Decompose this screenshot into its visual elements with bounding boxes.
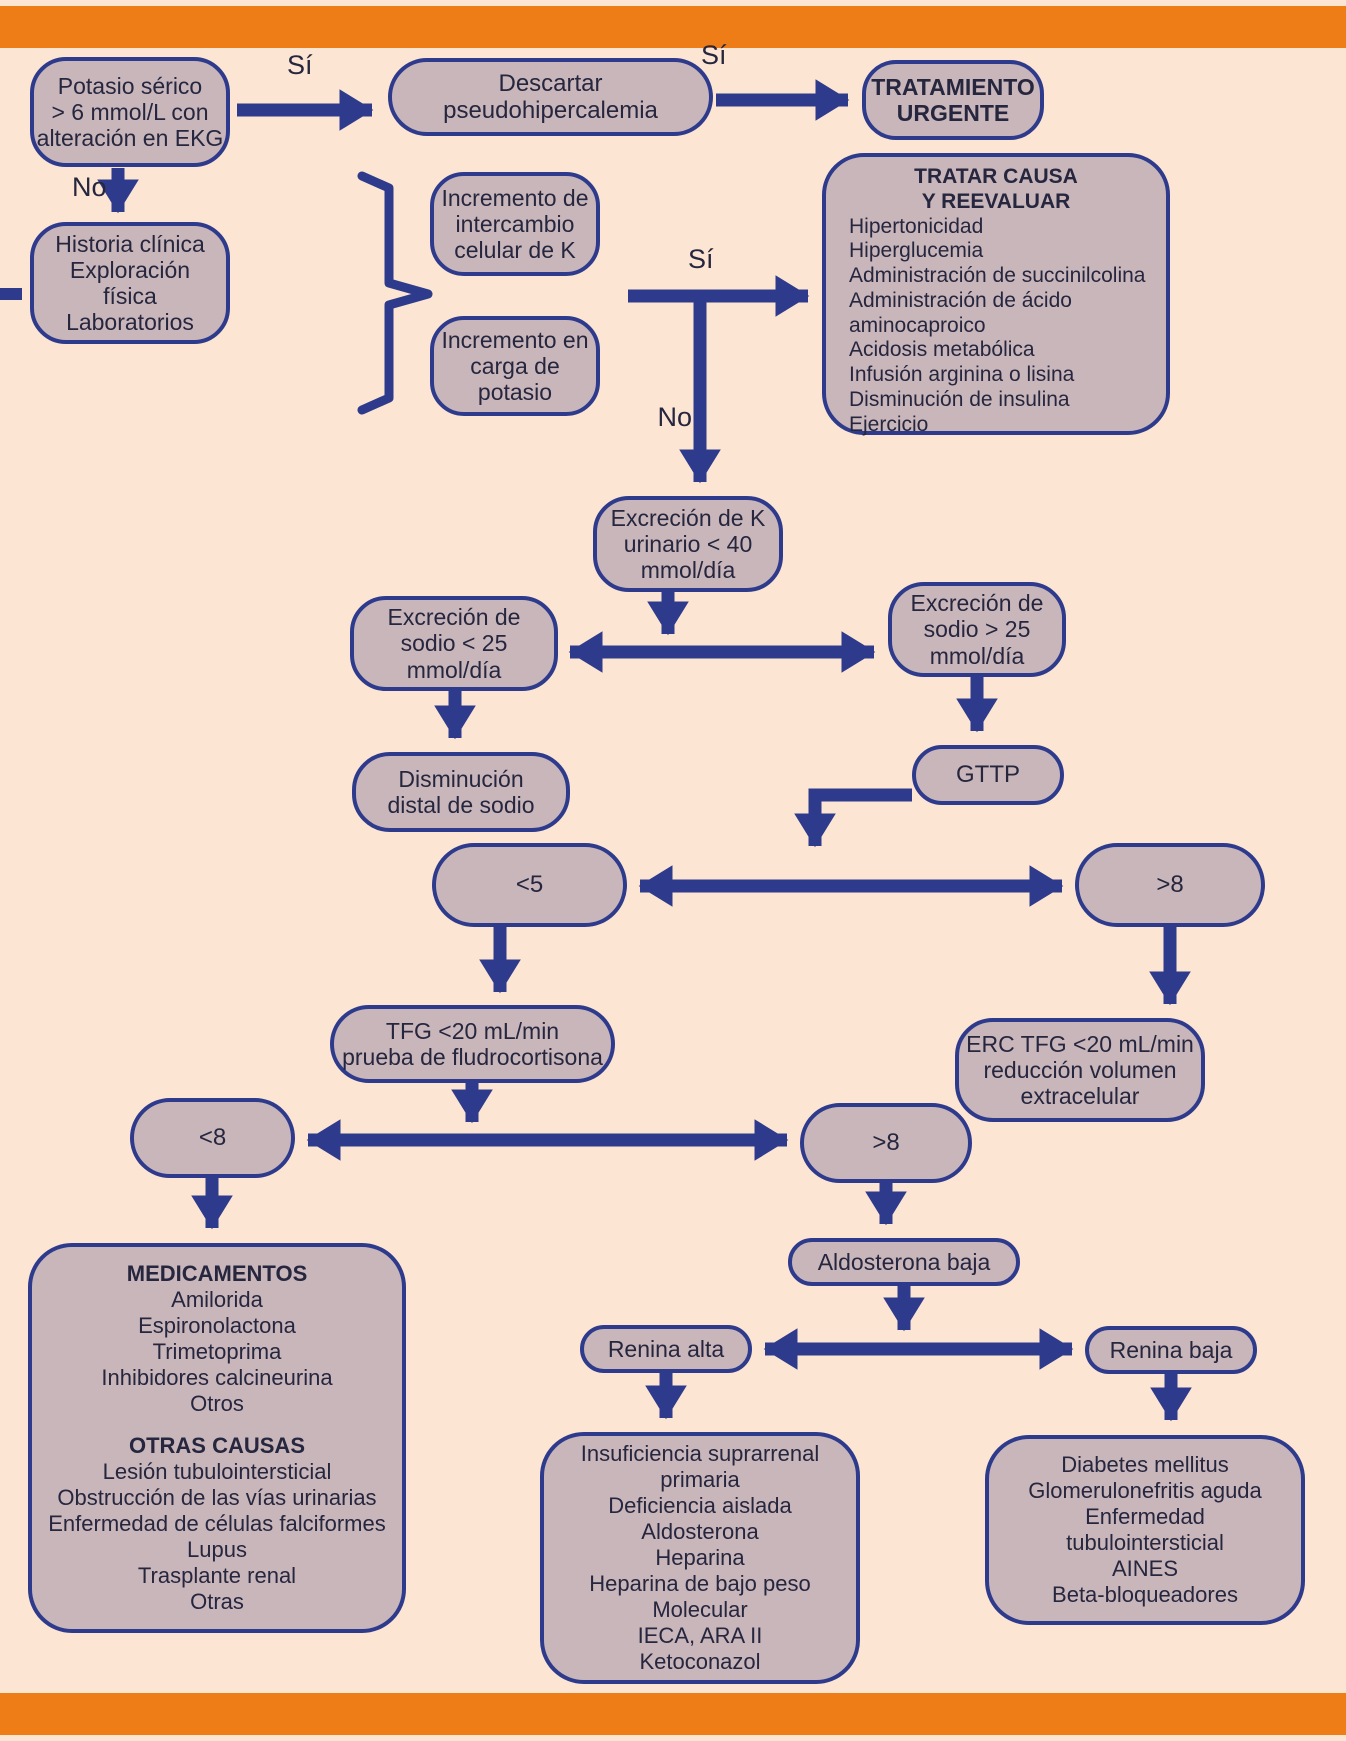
node-renina-alta: Renina alta <box>580 1325 752 1373</box>
node-historia-clinica: Historia clínica Exploración física Labo… <box>30 222 230 344</box>
label-no-1: No <box>72 172 107 202</box>
arrow-gttp-elbow <box>794 788 912 848</box>
node-excrecion-sodio-mayor-25: Excreción de sodio > 25 mmol/día <box>888 582 1066 677</box>
node-medicamentos-otras-causas: MEDICAMENTOS Amilorida Espironolactona T… <box>28 1243 406 1633</box>
node-incremento-carga: Incremento en carga de potasio <box>430 316 600 416</box>
node-tratamiento-urgente: TRATAMIENTO URGENTE <box>862 60 1044 140</box>
node-causas-renina-alta: Insuficiencia suprarrenal primaria Defic… <box>540 1432 860 1684</box>
label-si-1: Sí <box>287 50 313 80</box>
node-menor-8: <8 <box>130 1098 295 1178</box>
node-aldosterona-baja: Aldosterona baja <box>788 1238 1020 1286</box>
node-erc-tfg: ERC TFG <20 mL/min reducción volumen ext… <box>955 1018 1205 1122</box>
node-excrecion-sodio-menor-25: Excreción de sodio < 25 mmol/día <box>350 596 558 691</box>
label-si-3: Sí <box>688 244 714 274</box>
node-tratar-causa: TRATAR CAUSA Y REEVALUAR Hipertonicidad … <box>822 153 1170 436</box>
node-mayor-8: >8 <box>800 1103 972 1183</box>
label-si-2: Sí <box>701 40 727 70</box>
node-gttp: GTTP <box>912 745 1064 805</box>
node-excrecion-k-urinario: Excreción de K urinario < 40 mmol/día <box>593 496 783 592</box>
node-descartar-pseudohipercalemia: Descartar pseudohipercalemia <box>388 58 713 136</box>
grouping-brace <box>357 171 433 415</box>
label-no-2: No <box>657 402 692 432</box>
node-causas-renina-baja: Diabetes mellitus Glomerulonefritis agud… <box>985 1435 1305 1625</box>
node-potasio-serico: Potasio sérico > 6 mmol/L con alteración… <box>30 57 230 167</box>
node-disminucion-distal-sodio: Disminución distal de sodio <box>352 752 570 832</box>
node-incremento-intercambio: Incremento de intercambio celular de K <box>430 172 600 276</box>
node-tfg-fludrocortisona: TFG <20 mL/min prueba de fludrocortisona <box>330 1005 615 1083</box>
node-gttp-mayor-8: >8 <box>1075 843 1265 927</box>
node-renina-baja: Renina baja <box>1085 1326 1257 1374</box>
node-gttp-menor-5: <5 <box>432 843 627 927</box>
bottom-orange-bar <box>0 1693 1346 1735</box>
top-orange-bar <box>0 6 1346 48</box>
